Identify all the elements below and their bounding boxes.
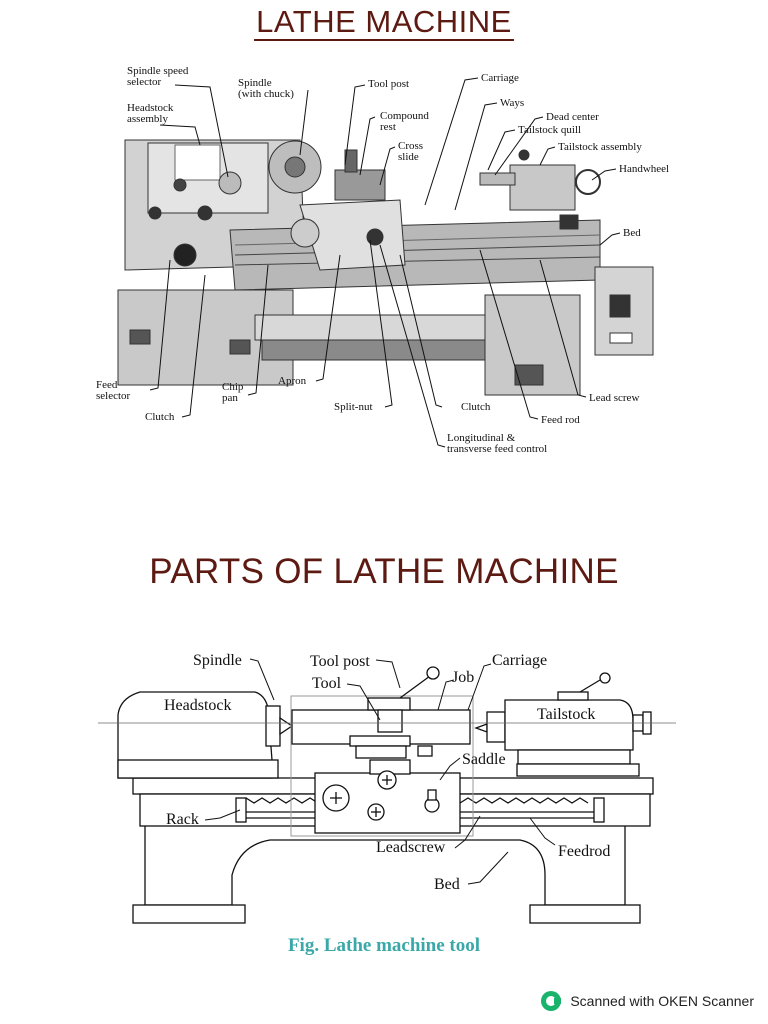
lathe-line-drawing <box>117 666 654 924</box>
svg-text:pan: pan <box>222 392 238 404</box>
scanner-text: Scanned with OKEN Scanner <box>570 993 754 1009</box>
bottom-title: PARTS OF LATHE MACHINE <box>149 552 619 591</box>
label-headstock: Headstock <box>164 697 232 714</box>
label-dead-center: Dead center <box>546 111 599 123</box>
figure-caption: Fig. Lathe machine tool <box>287 935 481 956</box>
line-diagram-labels: Spindle Tool post Tool Job Carriage Head… <box>164 652 610 893</box>
oken-scanner-icon <box>541 991 562 1011</box>
label-feedrod: Feedrod <box>558 843 610 860</box>
top-title: LATHE MACHINE <box>254 4 514 41</box>
label-compound-rest: Compound <box>380 110 429 122</box>
label-carriage: Carriage <box>492 652 547 669</box>
label-cross-slide: Cross <box>398 140 423 152</box>
label-tailstock: Tailstock <box>537 706 595 723</box>
label-tool-post: Tool post <box>310 653 370 670</box>
label-split-nut: Split-nut <box>334 401 373 413</box>
leader-lines <box>149 77 621 448</box>
label-spindle-with-chuck: Spindle <box>238 77 272 89</box>
svg-text:rest: rest <box>380 121 396 133</box>
label-tailstock-quill: Tailstock quill <box>518 124 581 136</box>
label-job: Job <box>452 669 474 686</box>
svg-text:assembly: assembly <box>127 113 168 125</box>
lathe-photo-diagram: Spindle speed selector Spindle (with chu… <box>96 65 669 455</box>
label-longitudinal: Longitudinal & <box>447 432 516 444</box>
label-tool-post: Tool post <box>368 78 409 90</box>
label-lead-screw: Lead screw <box>589 392 639 404</box>
photo-labels: Spindle speed selector Spindle (with chu… <box>96 65 669 455</box>
label-bed: Bed <box>623 227 641 239</box>
label-feed-rod: Feed rod <box>541 414 580 426</box>
label-saddle: Saddle <box>462 751 506 768</box>
label-bed: Bed <box>434 876 460 893</box>
svg-text:selector: selector <box>127 76 162 88</box>
label-clutch-right: Clutch <box>461 401 491 413</box>
lathe-line-diagram: Spindle Tool post Tool Job Carriage Head… <box>98 652 676 924</box>
label-rack: Rack <box>166 811 199 828</box>
svg-text:selector: selector <box>96 390 131 402</box>
line-diagram-leaders <box>204 658 556 885</box>
svg-text:transverse feed control: transverse feed control <box>447 443 547 455</box>
svg-text:(with chuck): (with chuck) <box>238 88 294 100</box>
svg-text:slide: slide <box>398 151 419 163</box>
label-chip-pan: Chip <box>222 381 244 393</box>
label-clutch-left: Clutch <box>145 411 175 423</box>
label-carriage: Carriage <box>481 72 519 84</box>
scanner-watermark: Scanned with OKEN Scanner <box>540 990 754 1012</box>
label-tool: Tool <box>312 675 342 692</box>
lathe-machine-illustration <box>117 139 654 396</box>
label-ways: Ways <box>500 97 524 109</box>
label-headstock-assembly: Headstock <box>127 102 174 114</box>
label-spindle-speed-selector: Spindle speed <box>127 65 189 77</box>
label-feed-selector: Feed <box>96 379 118 391</box>
label-tailstock-assembly: Tailstock assembly <box>558 141 642 153</box>
label-leadscrew: Leadscrew <box>376 839 446 856</box>
label-handwheel: Handwheel <box>619 163 669 175</box>
label-apron: Apron <box>278 375 307 387</box>
label-spindle: Spindle <box>193 652 242 669</box>
